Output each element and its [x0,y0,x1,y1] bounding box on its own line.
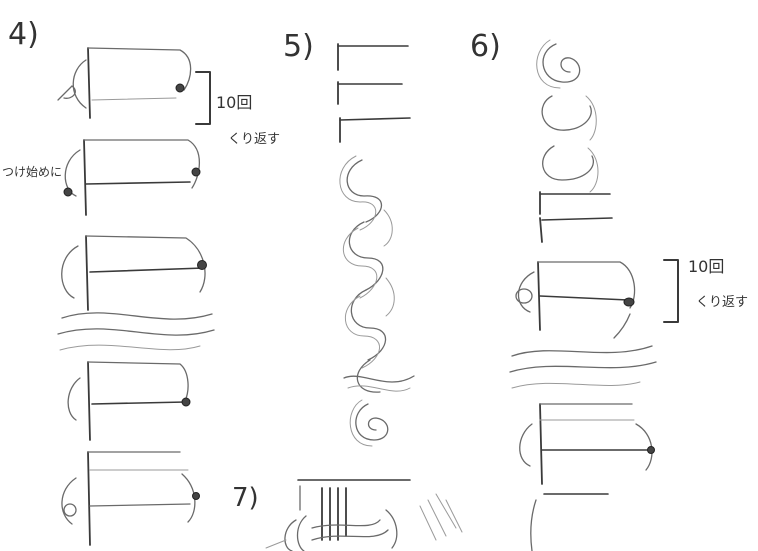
section-6-repeat-count: 10回 [688,257,724,276]
section-6-label: 6) [470,29,501,64]
section-6-stitch-group-1 [515,261,636,339]
section-4-stitch-group-2 [63,139,201,216]
section-5-ladder-stitches [337,43,411,143]
section-4-stitch-group-5 [61,451,200,546]
section-4-label: 4) [8,17,39,52]
section-4-stitch-group-1 [57,47,192,119]
section-6-stitch-group-2 [519,403,655,485]
section-4-side-note: つけ始めに [2,165,62,179]
section-6-repeat-action: くり返す [696,295,748,310]
section-4-repeat-bracket [195,71,211,125]
section-6-continuation-waves [509,345,657,389]
section-4-repeat-action: くり返す [228,132,280,147]
section-6-stitch-group-3 [530,493,609,551]
section-6-repeat-bracket [663,259,679,323]
section-6-ladder-stitches [539,191,613,243]
section-4-stitch-group-4 [67,361,191,441]
section-5-continuation-waves [343,375,415,392]
section-5-label: 5) [283,29,314,64]
section-5-chain-loops [339,155,395,393]
section-7-label: 7) [232,483,259,513]
section-4-stitch-group-3 [61,235,207,311]
section-6-top-loops [536,39,599,193]
section-4-repeat-count: 10回 [216,93,252,112]
section-7-fringe-sketch [265,479,463,551]
section-4-continuation-waves [57,312,215,351]
section-5-end-loop [349,399,389,447]
